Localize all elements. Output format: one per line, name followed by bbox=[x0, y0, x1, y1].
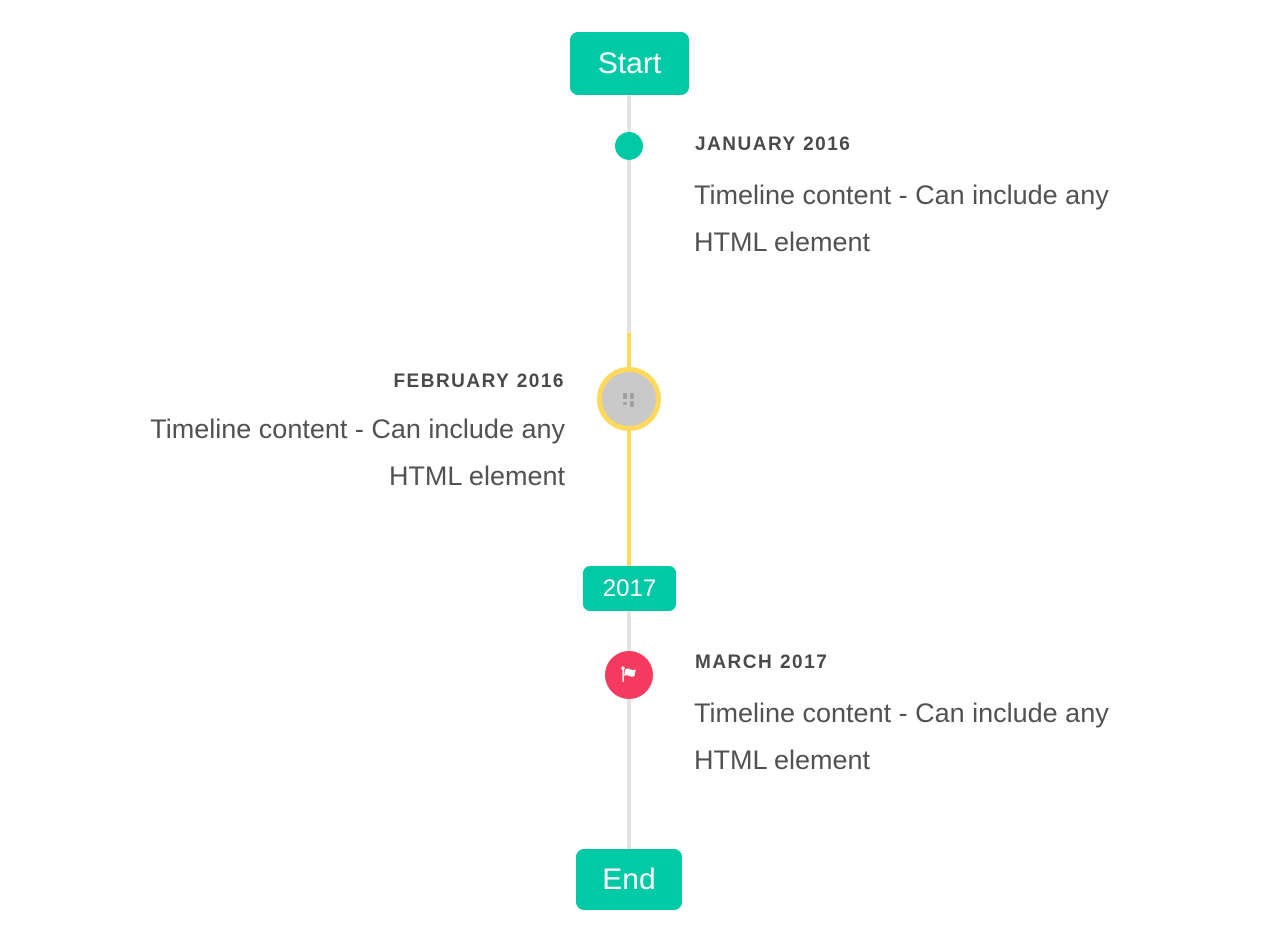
entry-content-january: Timeline content - Can include any HTML … bbox=[694, 172, 1109, 266]
flag-icon bbox=[617, 663, 641, 687]
entry-content-february: Timeline content - Can include any HTML … bbox=[150, 406, 565, 500]
entry-content-march-line1: Timeline content - Can include any bbox=[694, 698, 1109, 728]
entry-content-january-line1: Timeline content - Can include any bbox=[694, 180, 1109, 210]
entry-title-january: JANUARY 2016 bbox=[695, 134, 852, 155]
timeline-marker-march bbox=[605, 651, 653, 699]
timeline-marker-february bbox=[597, 367, 661, 431]
entry-content-february-line2: HTML element bbox=[388, 461, 565, 491]
timeline-line-segment-bottom bbox=[627, 611, 631, 851]
entry-title-march: MARCH 2017 bbox=[695, 652, 829, 673]
entry-content-march: Timeline content - Can include any HTML … bbox=[694, 690, 1109, 784]
timeline-line-segment-top bbox=[627, 95, 631, 332]
start-badge[interactable]: Start bbox=[570, 32, 689, 95]
entry-content-march-line2: HTML element bbox=[694, 745, 871, 775]
entry-content-january-line2: HTML element bbox=[694, 227, 871, 257]
entry-title-february: FEBRUARY 2016 bbox=[393, 371, 565, 392]
timeline-line-segment-highlighted bbox=[627, 332, 631, 566]
entry-content-february-line1: Timeline content - Can include any bbox=[150, 414, 565, 444]
timeline-marker-january bbox=[615, 132, 643, 160]
year-badge-2017[interactable]: 2017 bbox=[583, 566, 676, 611]
end-badge[interactable]: End bbox=[576, 849, 682, 910]
broken-image-icon bbox=[621, 391, 638, 408]
